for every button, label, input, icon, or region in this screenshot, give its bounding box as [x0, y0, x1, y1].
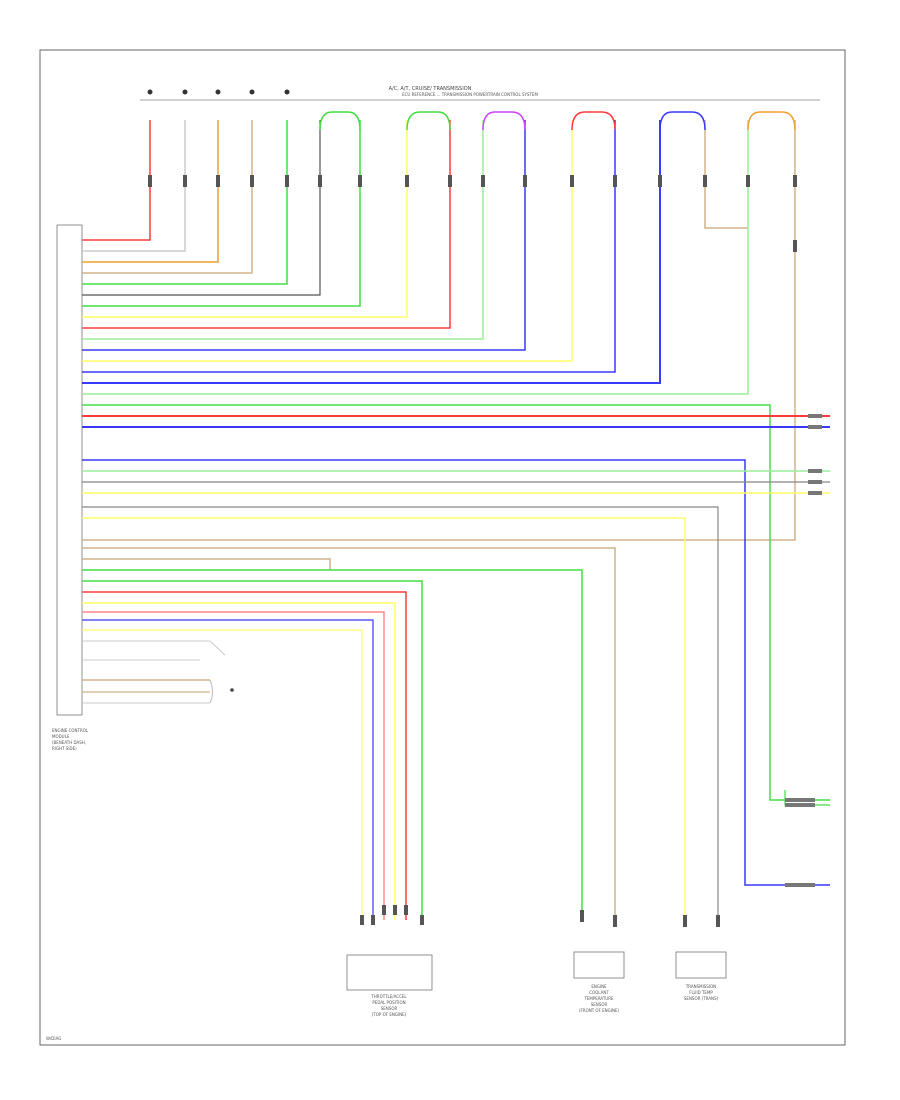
wire-lightgreen-2	[82, 120, 749, 395]
wire-yellow-2	[82, 120, 573, 362]
splice-4	[249, 89, 255, 95]
wire-tan-1	[82, 120, 253, 274]
wire-gray-2	[82, 506, 719, 920]
loop-1	[319, 111, 361, 131]
trans-label-3: SENSOR (TRANS)	[684, 996, 719, 1001]
ecm-label-line2: MODULE	[52, 734, 70, 739]
splice-3	[215, 89, 221, 95]
loop-2	[406, 111, 451, 131]
wire-blue-2	[82, 120, 616, 373]
wire-yellow-4	[82, 517, 686, 920]
wire-yellow-5	[82, 602, 396, 920]
ect-label-1: ENGINE	[591, 984, 607, 989]
tcm-label-4: (TOP OF ENGINE)	[372, 1012, 407, 1017]
wire-green-1	[82, 120, 288, 285]
loop-5	[659, 111, 706, 131]
trans-label-1: TRANSMISSION	[685, 984, 716, 989]
wire-white-1	[82, 120, 186, 252]
footer-code: W/DIAG	[46, 1036, 61, 1041]
wire-lightgreen-1	[82, 120, 484, 340]
wire-green-2	[82, 120, 361, 307]
wire-black-1	[82, 120, 321, 296]
wire-red-2	[82, 120, 451, 329]
switch-bracket	[209, 679, 213, 704]
header-line1: A/C, A/T, CRUISE/ TRANSMISSION	[389, 86, 472, 92]
ect-label-4: SENSOR	[591, 1002, 608, 1007]
switch-contact	[230, 688, 234, 692]
ecm-label-line3: (BENEATH DASH,	[52, 740, 86, 745]
trans-label-2: FLUID TEMP	[689, 990, 713, 995]
ect-label-3: TEMPERATURE	[583, 996, 614, 1001]
loop-4	[571, 111, 616, 131]
ecm-module-box	[56, 224, 83, 716]
throttle-sensor-label: THROTTLE/ACCEL PEDAL POSITION SENSOR (TO…	[370, 994, 407, 1017]
tcm-label-3: SENSOR	[381, 1006, 398, 1011]
splice-1	[147, 89, 153, 95]
wire-orange-1	[82, 120, 219, 263]
wire-yellow-1	[82, 120, 408, 318]
top-connector-stubs	[148, 175, 797, 252]
splice-5	[284, 89, 290, 95]
tcm-label-2: PEDAL POSITION	[372, 1000, 405, 1005]
top-feed-wires	[82, 89, 796, 541]
ecm-label: ENGINE CONTROL MODULE (BENEATH DASH, RIG…	[52, 728, 89, 751]
right-edge-wires	[82, 404, 830, 920]
ect-label-5: (FRONT OF ENGINE)	[579, 1008, 620, 1013]
trans-sensor-label: TRANSMISSION FLUID TEMP SENSOR (TRANS)	[684, 984, 719, 1001]
wire-green-4	[784, 790, 830, 806]
right-edge-tags	[785, 414, 822, 887]
ecm-label-line1: ENGINE CONTROL	[52, 728, 89, 733]
lower-connector-stubs	[360, 905, 720, 927]
diagram-frame	[39, 49, 846, 1046]
wire-tan-4	[82, 547, 616, 920]
wire-tan-3	[82, 120, 796, 541]
splice-2	[182, 89, 188, 95]
wire-tan-5	[82, 558, 331, 570]
wire-switch-1	[82, 640, 226, 656]
tcm-label-1: THROTTLE/ACCEL	[370, 994, 407, 999]
coolant-sensor-box	[573, 951, 625, 979]
wire-pink-1	[82, 611, 385, 920]
wire-yellow-6	[82, 629, 363, 920]
ect-label-2: COOLANT	[589, 990, 609, 995]
wire-red-4	[82, 591, 407, 920]
wire-blue-1	[82, 120, 526, 351]
ecm-label-line4: RIGHT SIDE)	[52, 746, 77, 751]
loop-3	[482, 111, 526, 131]
throttle-sensor-box	[346, 954, 433, 991]
wire-green-6	[82, 580, 423, 920]
loop-6	[747, 111, 796, 131]
wire-blue-3	[82, 120, 661, 384]
wire-green-5	[82, 569, 583, 920]
trans-sensor-box	[675, 951, 727, 979]
wire-tan-2	[704, 120, 748, 229]
lower-wires	[82, 547, 616, 920]
coolant-sensor-label: ENGINE COOLANT TEMPERATURE SENSOR (FRONT…	[579, 984, 620, 1013]
wire-blue-6	[82, 619, 374, 920]
wire-red-1	[82, 120, 151, 241]
header-line2: ECU REFERENCE ... TRANSMISSION POWERTRAI…	[402, 92, 538, 97]
